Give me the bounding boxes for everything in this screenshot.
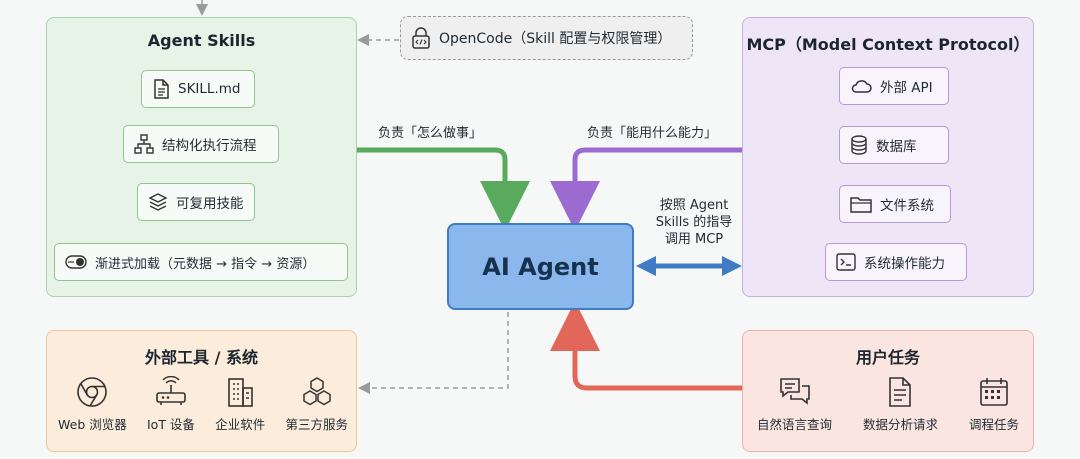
chrome-icon bbox=[77, 377, 108, 407]
agent-to-tools-dashed-arrow bbox=[358, 312, 509, 394]
guide-label-line1: 按照 Agent bbox=[659, 198, 729, 213]
reusable-skills-label: 可复用技能 bbox=[176, 196, 244, 212]
tool-third-party[interactable]: 第三方服务 bbox=[285, 376, 348, 433]
tool-iot-device-label: IoT 设备 bbox=[146, 417, 195, 432]
system-ops-item[interactable]: 系统操作能力 bbox=[825, 243, 967, 281]
structured-flow-item[interactable]: 结构化执行流程 bbox=[123, 125, 279, 163]
guide-label-line2: Skills 的指导 bbox=[655, 215, 733, 230]
skill-md-label: SKILL.md bbox=[178, 81, 241, 97]
task-nl-query-label: 自然语言查询 bbox=[757, 417, 833, 432]
tasks-to-agent-arrow bbox=[550, 301, 742, 391]
task-data-analysis[interactable]: 数据分析请求 bbox=[863, 376, 938, 433]
tool-enterprise-software-label: 企业软件 bbox=[215, 417, 266, 432]
ai-agent-box[interactable]: AI Agent bbox=[447, 223, 634, 310]
mcp-title: MCP（Model Context Protocol） bbox=[746, 35, 1030, 54]
building-icon bbox=[228, 378, 253, 407]
tool-iot-device[interactable]: IoT 设备 bbox=[147, 376, 195, 433]
structured-flow-label: 结构化执行流程 bbox=[162, 138, 257, 154]
external-tools-list: Web 浏览器 IoT 设备 企业软件 第三方服务 bbox=[58, 376, 348, 433]
guide-label: 按照 Agent Skills 的指导 调用 MCP bbox=[645, 197, 743, 248]
terminal-icon bbox=[836, 253, 856, 271]
opencode-label: OpenCode（Skill 配置与权限管理） bbox=[439, 31, 672, 47]
user-tasks-title: 用户任务 bbox=[855, 348, 920, 367]
skills-to-agent-arrow bbox=[357, 147, 530, 231]
tool-enterprise-software[interactable]: 企业软件 bbox=[215, 376, 265, 433]
toggle-icon bbox=[65, 255, 87, 269]
folder-icon bbox=[850, 197, 872, 213]
guide-label-line3: 调用 MCP bbox=[664, 232, 724, 247]
database-item[interactable]: 数据库 bbox=[839, 126, 949, 164]
progressive-loading-label: 渐进式加载（元数据 → 指令 → 资源） bbox=[95, 256, 316, 272]
agent-skills-title: Agent Skills bbox=[147, 31, 256, 50]
task-scheduling-label: 调程任务 bbox=[968, 417, 1019, 432]
cubes-icon bbox=[302, 377, 331, 406]
report-icon bbox=[889, 377, 912, 407]
cloud-icon bbox=[851, 80, 872, 93]
external-tools-title: 外部工具 / 系统 bbox=[145, 348, 258, 367]
flowchart-icon bbox=[134, 134, 154, 154]
progressive-loading-item[interactable]: 渐进式加载（元数据 → 指令 → 资源） bbox=[54, 243, 348, 281]
tool-web-browser[interactable]: Web 浏览器 bbox=[58, 376, 127, 433]
reusable-skills-item[interactable]: 可复用技能 bbox=[137, 183, 255, 221]
system-ops-label: 系统操作能力 bbox=[864, 256, 945, 272]
task-scheduling[interactable]: 调程任务 bbox=[969, 376, 1019, 433]
skills-arrow-label: 负责「怎么做事」 bbox=[378, 126, 483, 141]
external-api-item[interactable]: 外部 API bbox=[839, 67, 949, 105]
skill-md-item[interactable]: SKILL.md bbox=[141, 70, 255, 108]
layers-icon bbox=[148, 193, 168, 211]
tool-third-party-label: 第三方服务 bbox=[285, 417, 348, 432]
code-lock-icon bbox=[412, 27, 430, 49]
file-system-label: 文件系统 bbox=[880, 198, 934, 214]
router-icon bbox=[156, 376, 186, 405]
opencode-box[interactable]: OpenCode（Skill 配置与权限管理） bbox=[400, 16, 693, 60]
mcp-arrow-label: 负责「能用什么能力」 bbox=[587, 126, 718, 141]
mcp-to-agent-arrow bbox=[550, 147, 742, 231]
chat-icon bbox=[779, 378, 810, 405]
user-tasks-list: 自然语言查询 数据分析请求 调程任务 bbox=[757, 376, 1019, 433]
agent-mcp-bidirectional-arrow bbox=[636, 256, 742, 276]
tool-web-browser-label: Web 浏览器 bbox=[58, 417, 127, 432]
calendar-icon bbox=[980, 378, 1008, 406]
ai-agent-label: AI Agent bbox=[482, 252, 599, 281]
file-system-item[interactable]: 文件系统 bbox=[839, 185, 951, 223]
database-icon bbox=[851, 135, 867, 155]
task-data-analysis-label: 数据分析请求 bbox=[862, 417, 938, 432]
external-api-label: 外部 API bbox=[880, 80, 933, 96]
task-nl-query[interactable]: 自然语言查询 bbox=[757, 376, 832, 433]
database-label: 数据库 bbox=[876, 139, 917, 155]
document-icon bbox=[154, 79, 169, 99]
